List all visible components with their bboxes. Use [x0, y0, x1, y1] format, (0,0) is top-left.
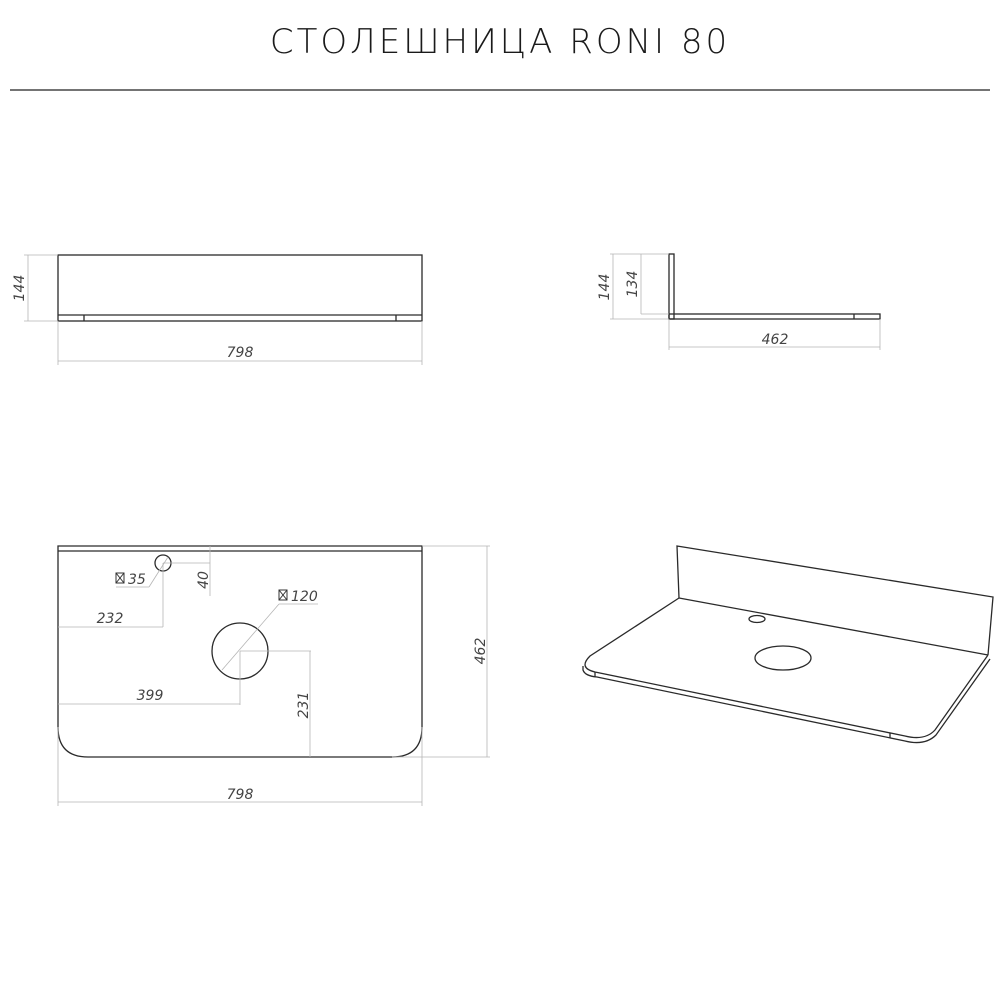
sink-from-front-label: 231: [296, 692, 312, 719]
plan-depth-label: 462: [473, 638, 489, 665]
plan-view: 40 232 35 120 399 231: [57, 545, 490, 806]
backsplash: [676, 545, 994, 656]
isometric-view: [582, 545, 994, 744]
sink-diameter-label: 120: [291, 589, 318, 605]
front-width-label: 798: [227, 345, 254, 361]
iso-tap-hole: [748, 614, 766, 624]
side-depth-label: 462: [762, 332, 789, 348]
slab-top: [584, 597, 989, 739]
tap-from-left-label: 232: [97, 611, 124, 627]
side-view: 144 134 462: [597, 253, 881, 350]
tap-from-back-label: 40: [196, 571, 212, 589]
side-total-height-label: 144: [597, 274, 613, 301]
diameter-icon: [115, 572, 125, 584]
front-outline: [57, 254, 423, 322]
front-view: 144 798: [12, 254, 423, 365]
plan-width-label: 798: [227, 787, 254, 803]
sink-from-left-label: 399: [137, 688, 164, 704]
drawing-title: СТОЛЕШНИЦА RONI 80: [269, 22, 731, 62]
side-backsplash-height-label: 134: [625, 271, 641, 298]
diameter-icon: [278, 589, 288, 601]
tap-diameter-label: 35: [128, 572, 146, 588]
front-height-label: 144: [12, 275, 28, 302]
iso-sink-hole: [754, 645, 812, 671]
